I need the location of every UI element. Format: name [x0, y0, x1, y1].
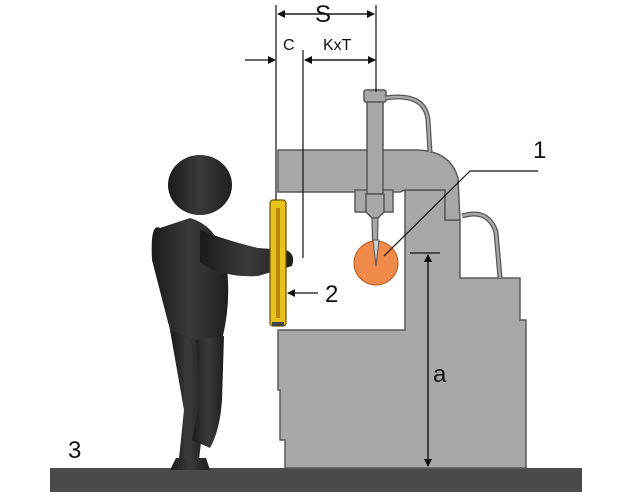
dim-c-label: C — [283, 37, 295, 54]
tool-tip — [372, 239, 380, 267]
cable-side — [461, 211, 503, 279]
callout-2-label: 2 — [325, 281, 338, 308]
dim-kxt-label: KxT — [323, 37, 352, 54]
cable-side-inner — [461, 212, 502, 279]
floor — [50, 468, 582, 492]
dimension-lines — [245, 5, 538, 467]
cable-top-inner — [384, 95, 432, 153]
person-silhouette-icon — [151, 155, 294, 470]
press-machine — [277, 149, 527, 469]
callout-3-label: 3 — [68, 437, 81, 464]
dim-s-label: S — [315, 1, 331, 28]
callout-1-label: 1 — [533, 137, 546, 164]
light-curtain-icon — [269, 199, 287, 327]
dim-a-label: a — [433, 361, 447, 388]
